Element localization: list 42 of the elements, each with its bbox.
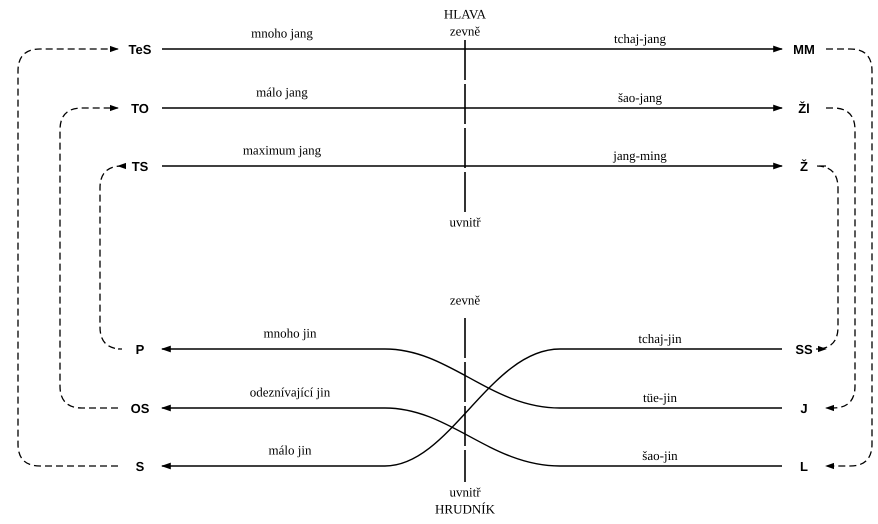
- dashed-arrow: [815, 165, 839, 352]
- arrow: [161, 346, 782, 409]
- node-label: TS: [132, 160, 148, 172]
- arrow: [162, 46, 783, 52]
- edge-label: jang-ming: [613, 149, 667, 162]
- text-label: málo jin: [268, 444, 312, 456]
- dashed-arrow: [59, 104, 119, 409]
- edge-label: šao-jin: [642, 449, 678, 462]
- arrow: [161, 348, 782, 470]
- arrow: [162, 104, 783, 112]
- node-label: P: [136, 342, 144, 356]
- text-label: mnoho jin: [263, 326, 317, 340]
- node-label: L: [800, 460, 808, 472]
- text-label: HRUDNÍK: [435, 502, 495, 516]
- node-label: TO: [131, 102, 149, 114]
- dashed-arrow: [825, 107, 856, 412]
- edge-label: tchaj-jin: [638, 332, 682, 345]
- text-label: uvnitř: [449, 486, 481, 498]
- node-label: Žl: [798, 102, 810, 114]
- node-label: Ž: [800, 160, 808, 172]
- edge-label: tchaj-jang: [614, 32, 666, 45]
- text-label: maximum jang: [242, 144, 322, 156]
- text-label: mnoho jang: [251, 26, 313, 40]
- node-label: TeS: [128, 42, 152, 56]
- node-label: J: [800, 402, 808, 414]
- text-label: uvnitř: [449, 216, 481, 228]
- text-label: zevně: [450, 24, 480, 38]
- node-label: OS: [130, 402, 150, 414]
- text-label: HLAVA: [444, 8, 486, 20]
- text-label: odeznívající jin: [250, 386, 330, 398]
- text-label: zevně: [450, 294, 480, 306]
- node-label: S: [136, 460, 144, 472]
- arrow: [161, 404, 782, 467]
- dashed-arrow: [17, 46, 119, 467]
- arrow: [162, 162, 783, 170]
- text-label: málo jang: [256, 86, 308, 98]
- dashed-arrow: [99, 162, 126, 350]
- dashed-arrow: [825, 48, 873, 470]
- edge-label: tüe-jin: [643, 391, 677, 404]
- node-label: SS: [795, 342, 813, 356]
- edge-label: šao-jang: [618, 91, 662, 104]
- node-label: MM: [793, 42, 815, 56]
